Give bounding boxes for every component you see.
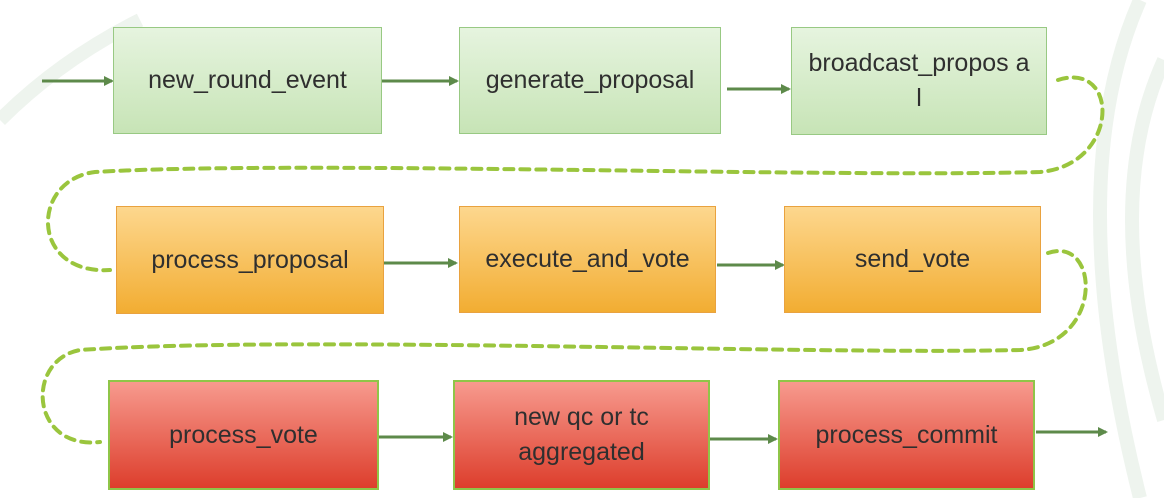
arrows: [42, 76, 1108, 444]
node-execute-and-vote: execute_and_vote: [459, 206, 716, 313]
connector-row2-to-row3: [40, 249, 1088, 445]
node-new-round-event: new_round_event: [113, 27, 382, 134]
node-process-vote: process_vote: [108, 380, 379, 490]
node-process-commit: process_commit: [778, 380, 1035, 490]
node-label: execute_and_vote: [485, 245, 690, 273]
node-label: process_proposal: [151, 245, 349, 274]
node-label: process_commit: [815, 420, 998, 449]
node-send-vote: send_vote: [784, 206, 1041, 313]
node-new-qc-or-tc-aggregated: new qc or tc aggregated: [453, 380, 710, 490]
node-broadcast-proposal: broadcast_propos al: [791, 27, 1047, 135]
node-label: send_vote: [854, 245, 971, 273]
node-generate-proposal: generate_proposal: [459, 27, 721, 134]
node-process-proposal: process_proposal: [116, 206, 384, 314]
node-label: new_round_event: [148, 66, 347, 94]
connector-row1-to-row2: [46, 75, 1105, 273]
node-label: process_vote: [169, 420, 318, 449]
node-label: generate_proposal: [485, 66, 695, 94]
node-label: broadcast_propos al: [808, 49, 1030, 112]
row-connectors: [40, 75, 1105, 445]
node-label: new qc or tc aggregated: [514, 403, 649, 466]
